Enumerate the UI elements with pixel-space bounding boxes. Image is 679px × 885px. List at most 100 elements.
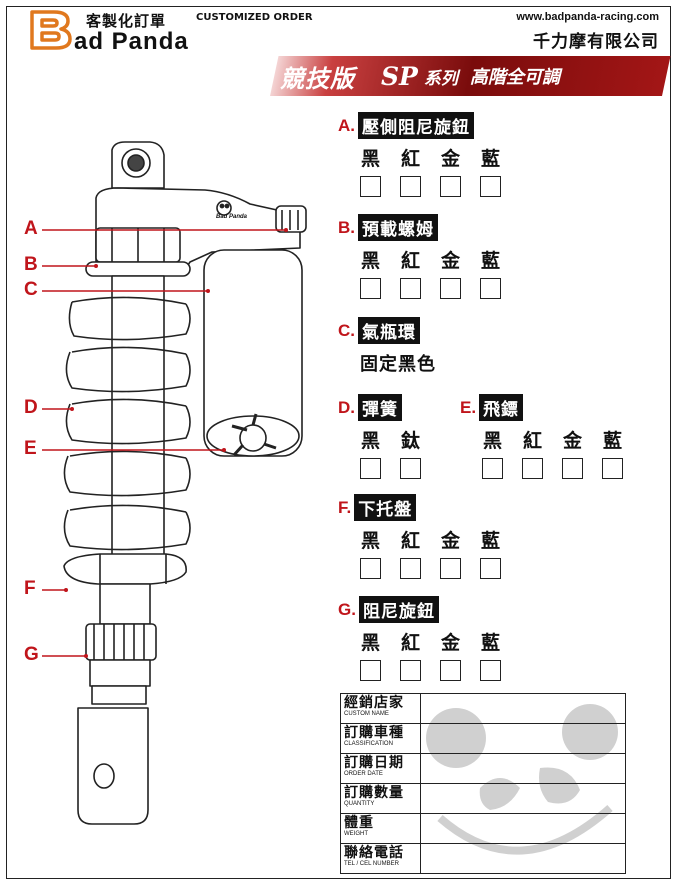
section-letter: B. [338,217,355,237]
section-letter: G. [338,599,356,619]
label-zh: 經銷店家 [344,695,404,711]
weight-field[interactable] [420,813,626,844]
option-e-checkbox[interactable] [602,458,623,479]
callout-d: D [24,397,38,418]
callout-c: C [24,279,38,300]
section-title: 下托盤 [354,494,417,521]
option-e-checkbox[interactable] [482,458,503,479]
section-b-preload-nut: B.預載螺姆 黑 紅 金 藍 [338,214,520,299]
option-e-checkbox[interactable] [522,458,543,479]
banner-racing-edition: 競技版 [280,64,355,93]
section-title: 壓側阻尼旋鈕 [358,112,474,139]
fixed-color-note: 固定黑色 [360,354,436,375]
option-label: 黑 [361,250,381,272]
option-d-checkbox[interactable] [360,458,381,479]
option-g-checkbox[interactable] [360,660,381,681]
section-title: 預載螺姆 [358,214,438,241]
option-a-checkbox[interactable] [440,176,461,197]
option-label: 黑 [361,632,381,654]
option-label: 黑 [361,530,381,552]
option-label: 金 [441,632,461,654]
label-en: CUSTOM NAME [344,711,389,717]
section-title: 彈簧 [358,394,402,421]
option-f-checkbox[interactable] [360,558,381,579]
section-letter: E. [460,397,477,417]
option-b-checkbox[interactable] [440,278,461,299]
section-letter: C. [338,320,355,340]
option-g-checkbox[interactable] [480,660,501,681]
section-title: 阻尼旋鈕 [358,596,439,623]
callout-g: G [24,644,39,665]
bad-panda-logo-icon [30,10,72,50]
option-g-checkbox[interactable] [400,660,421,681]
order-date-field[interactable] [420,753,626,784]
phone-field[interactable] [420,843,626,874]
section-f-lower-seat: F.下托盤 黑 紅 金 藍 [338,494,520,579]
dealer-name-field[interactable] [420,693,626,724]
brand-chinese-title: 客製化訂單 [86,12,167,30]
option-b-checkbox[interactable] [360,278,381,299]
section-title: 飛鏢 [479,394,524,421]
option-f-checkbox[interactable] [440,558,461,579]
section-g-damping-knob: G.阻尼旋鈕 黑 紅 金 藍 [338,596,520,681]
section-a-compression-knob: A.壓側阻尼旋鈕 黑 紅 金 藍 [338,112,520,197]
option-f-checkbox[interactable] [400,558,421,579]
option-a-checkbox[interactable] [360,176,381,197]
option-label: 金 [563,430,583,452]
option-d-checkbox[interactable] [400,458,421,479]
company-name: 千力摩有限公司 [533,32,659,52]
option-label: 金 [441,148,461,170]
option-b-checkbox[interactable] [480,278,501,299]
banner-series: 系列 [423,68,458,89]
option-label: 金 [441,530,461,552]
vehicle-model-field[interactable] [420,723,626,754]
series-banner-text: 競技版 SP 系列 高階全可調 [276,57,560,95]
banner-sp: SP [381,61,418,91]
section-e-dart-cap: E.飛鏢 黑 紅 金 藍 [460,394,642,479]
option-g-checkbox[interactable] [440,660,461,681]
option-e-checkbox[interactable] [562,458,583,479]
option-label: 藍 [481,250,501,272]
callout-f: F [24,578,36,599]
label-en: CLASSIFICATION [344,741,393,747]
option-label: 紅 [401,250,421,272]
label-en: WEIGHT [344,831,368,837]
option-label: 鈦 [401,430,421,452]
option-label: 藍 [481,632,501,654]
callout-b: B [24,254,38,275]
option-a-checkbox[interactable] [400,176,421,197]
option-label: 藍 [481,148,501,170]
option-label: 紅 [401,632,421,654]
option-label: 黑 [361,148,381,170]
section-title: 氣瓶環 [358,317,420,344]
section-d-spring: D.彈簧 黑 鈦 [338,394,440,479]
brand-english-subtitle: CUSTOMIZED ORDER [196,12,313,23]
section-letter: D. [338,397,355,417]
option-a-checkbox[interactable] [480,176,501,197]
page-frame [6,6,671,879]
label-zh: 訂購日期 [344,755,404,771]
option-label: 紅 [523,430,543,452]
quantity-field[interactable] [420,783,626,814]
label-en: TEL / CEL NUMBER [344,861,399,867]
section-c-reservoir-ring: C.氣瓶環 固定黑色 [338,317,436,376]
option-b-checkbox[interactable] [400,278,421,299]
option-label: 黑 [483,430,503,452]
brand-name: ad Panda [74,28,189,55]
option-label: 藍 [481,530,501,552]
label-en: QUANTITY [344,801,375,807]
option-f-checkbox[interactable] [480,558,501,579]
option-label: 藍 [603,430,623,452]
